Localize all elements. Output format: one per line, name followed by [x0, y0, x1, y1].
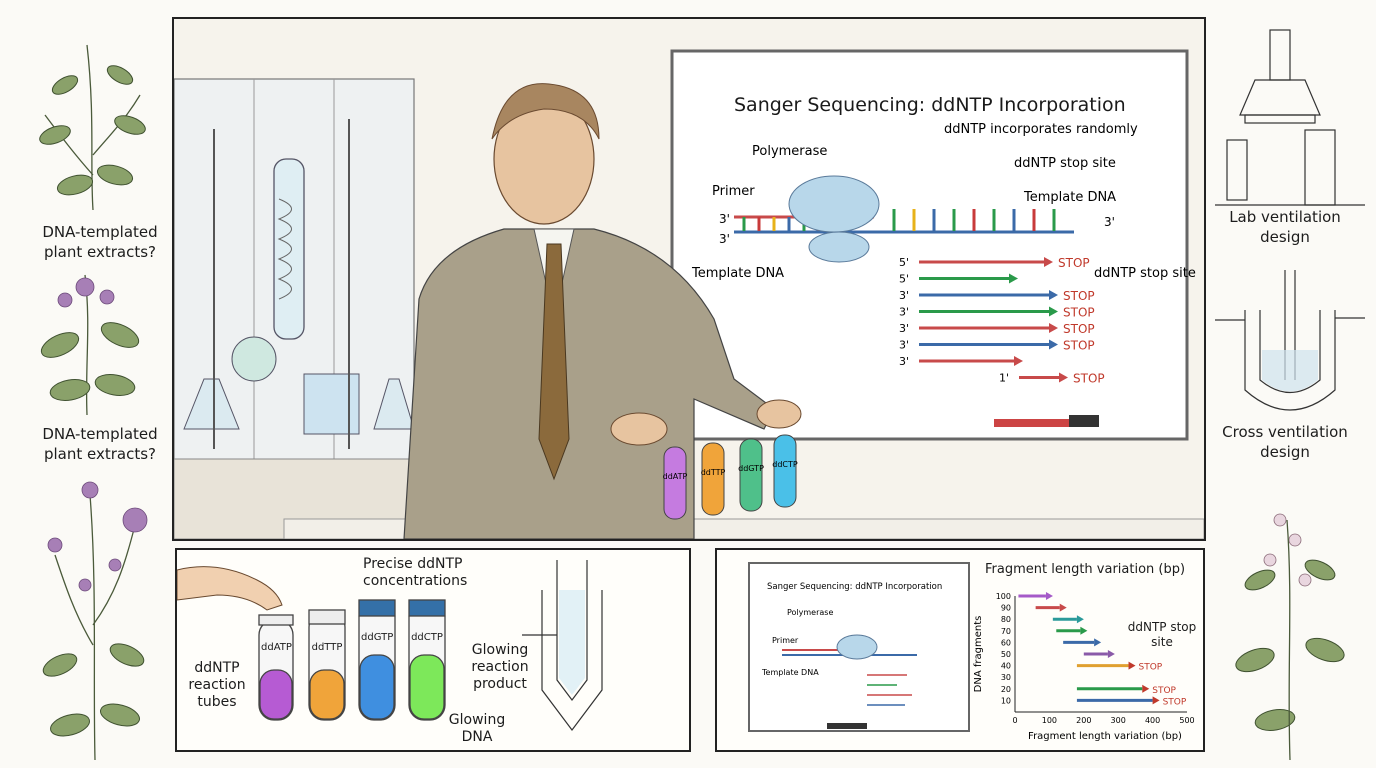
x-tick-label: 400 [1145, 716, 1160, 725]
strand-label-1: 3' [719, 212, 730, 226]
stop-site-right-label: ddNTP stop site [1094, 266, 1196, 281]
fragment-bar-arrow [1080, 626, 1088, 635]
y-tick-label: 70 [1001, 627, 1011, 636]
x-axis-label: Fragment length variation (bp) [1028, 731, 1182, 742]
fragment-bar-arrow [1059, 603, 1067, 612]
plant-illustration-left [39, 44, 148, 760]
y-tick-label: 50 [1001, 650, 1011, 659]
reaction-tubes-illustration [177, 560, 603, 731]
fragment-stop-label: STOP [1063, 289, 1095, 303]
fragment-length-chart: 10 20 30 40 50 60 70 80 90 100 0 100 200 300 400 500Fra… [973, 592, 1195, 742]
whiteboard-title: Sanger Sequencing: ddNTP Incorporation [734, 94, 1126, 116]
bench-tubes: ddATP ddTTP ddGTP ddCTP [663, 434, 798, 520]
template-top-label: Template DNA [1023, 190, 1116, 205]
chart-title: Fragment length variation (bp) [985, 562, 1186, 577]
glowing-dna-label: Glowing DNA [448, 712, 506, 745]
x-tick-label: 500 [1179, 716, 1194, 725]
mini-template: Template DNA [761, 668, 819, 677]
bench-tube-2: ddTTP [701, 468, 726, 477]
lab-scene-background [174, 49, 1204, 539]
right-label-2: Cross ventilation design [1222, 423, 1348, 461]
y-tick-label: 90 [1001, 604, 1011, 613]
chart-annotation: ddNTP stop site [1127, 620, 1197, 649]
strand-label-3: 3' [1104, 215, 1115, 229]
fragment-stop-label: STOP [1063, 339, 1095, 353]
fragment-arrowhead [1049, 290, 1058, 300]
fragment-prime-label: 3' [899, 355, 909, 368]
fragment-bar-arrow [1094, 638, 1102, 647]
fragment-bar-arrow [1076, 615, 1084, 624]
incorporates-label: ddNTP incorporates randomly [944, 122, 1138, 137]
precise-concentrations-label: Precise ddNTP concentrations [363, 556, 468, 589]
primer-label: Primer [712, 184, 755, 199]
reaction-tubes-label: ddNTP reaction tubes [188, 660, 246, 710]
tube-label-2: ddTTP [311, 642, 343, 653]
mini-polymerase: Polymerase [787, 608, 833, 617]
fragment-prime-label: 3' [899, 322, 909, 335]
stop-label: STOP [1139, 663, 1163, 673]
fragment-stop-label: STOP [1058, 256, 1090, 270]
fragment-ladder: 5' STOP 5' 3' STOP 3' STOP 3' STOP 3' STOP 3' 1' STOP [899, 256, 1105, 386]
left-label-2: DNA-templated plant extracts? [42, 425, 158, 463]
y-tick-label: 40 [1001, 662, 1011, 671]
stop-label: STOP [1163, 697, 1187, 707]
fragment-arrowhead [1049, 339, 1058, 350]
main-scene-panel: Sanger Sequencing: ddNTP Incorporation P… [172, 17, 1206, 541]
bench-tube-4: ddCTP [772, 460, 798, 469]
whiteboard-diagram: Sanger Sequencing: ddNTP Incorporation P… [663, 94, 1196, 520]
fragment-arrowhead [1014, 356, 1023, 366]
y-tick-label: 30 [1001, 673, 1011, 682]
ventilation-illustrations [1215, 29, 1365, 760]
y-axis-label: DNA fragments [973, 616, 984, 693]
fragment-arrowhead [1009, 273, 1018, 284]
fragment-arrowhead [1044, 257, 1053, 267]
fragment-bar-arrow [1045, 592, 1053, 600]
fragment-bar-arrow [1107, 650, 1115, 658]
fragment-chart-panel: Sanger Sequencing: ddNTP Incorporation P… [715, 548, 1205, 752]
stop-site-label: ddNTP stop site [1014, 156, 1116, 171]
x-tick-label: 200 [1076, 716, 1091, 725]
mini-title: Sanger Sequencing: ddNTP Incorporation [767, 582, 942, 592]
y-tick-label: 60 [1001, 638, 1011, 647]
template-bottom-label: Template DNA [691, 266, 784, 281]
bench-tube-3: ddGTP [738, 464, 764, 473]
incorporates-text: ddNTP incorporates randomly [944, 122, 1138, 137]
tube-label-3: ddGTP [361, 632, 394, 643]
fragment-prime-label: 1' [999, 372, 1009, 385]
fragment-prime-label: 5' [899, 256, 909, 269]
fragment-prime-label: 3' [899, 339, 909, 352]
stop-label: STOP [1152, 686, 1176, 696]
polymerase-label: Polymerase [752, 144, 827, 159]
fragment-stop-label: STOP [1063, 306, 1095, 320]
fragment-stop-label: STOP [1073, 372, 1105, 386]
fragment-bar-arrow [1128, 661, 1136, 670]
fragment-stop-label: STOP [1063, 322, 1095, 336]
y-tick-label: 10 [1001, 696, 1011, 705]
fragment-arrowhead [1049, 306, 1058, 317]
right-label-1: Lab ventilation design [1229, 208, 1341, 246]
fragment-arrowhead [1059, 372, 1068, 383]
glowing-product-label: Glowing reaction product [471, 642, 529, 692]
x-tick-label: 0 [1012, 716, 1017, 725]
mini-whiteboard: Sanger Sequencing: ddNTP Incorporation P… [748, 562, 970, 732]
fragment-bar-arrow [1142, 684, 1150, 693]
x-tick-label: 300 [1111, 716, 1126, 725]
y-tick-label: 20 [1001, 685, 1011, 694]
x-tick-label: 100 [1042, 716, 1057, 725]
y-tick-label: 100 [996, 592, 1011, 601]
fragment-prime-label: 5' [899, 273, 909, 286]
mini-primer: Primer [772, 636, 799, 645]
tube-label-4: ddCTP [411, 632, 443, 643]
fragment-bar-arrow [1152, 696, 1160, 705]
fragment-arrowhead [1049, 323, 1058, 333]
left-label-1: DNA-templated plant extracts? [42, 223, 158, 261]
bench-tube-1: ddATP [663, 472, 688, 481]
fragment-prime-label: 3' [899, 306, 909, 319]
reaction-tubes-panel: Precise ddNTP concentrations ddNTP react… [175, 548, 691, 752]
y-tick-label: 80 [1001, 615, 1011, 624]
strand-label-2: 3' [719, 232, 730, 246]
tube-label-1: ddATP [261, 642, 292, 653]
fragment-prime-label: 3' [899, 289, 909, 302]
